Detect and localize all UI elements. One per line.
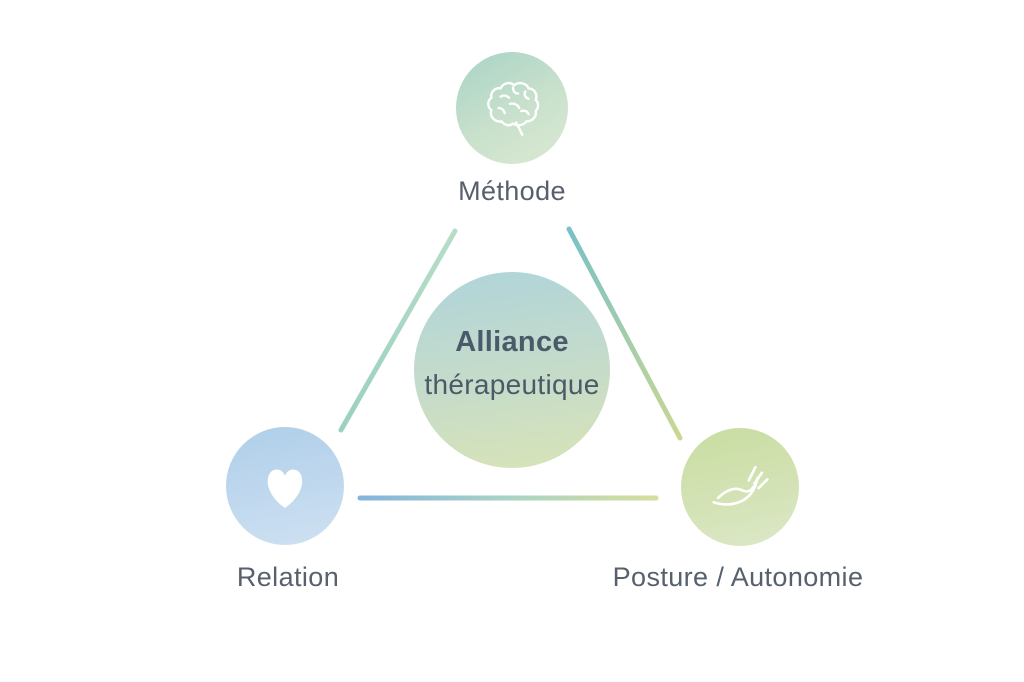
connector-left (338, 228, 458, 433)
heart-icon (267, 469, 303, 508)
posture-label: Posture / Autonomie (612, 562, 864, 592)
center-circle: Alliance thérapeutique (414, 272, 610, 468)
relation-label: Relation (236, 562, 340, 592)
hand-icon (712, 466, 769, 506)
node-method (456, 52, 568, 164)
brain-icon (487, 81, 540, 136)
method-label: Méthode (458, 176, 566, 206)
center-title-line1: Alliance (455, 325, 569, 358)
node-relation (226, 427, 344, 545)
node-posture (681, 428, 799, 546)
connector-right (566, 226, 683, 441)
center-title-line2: thérapeutique (424, 368, 600, 400)
